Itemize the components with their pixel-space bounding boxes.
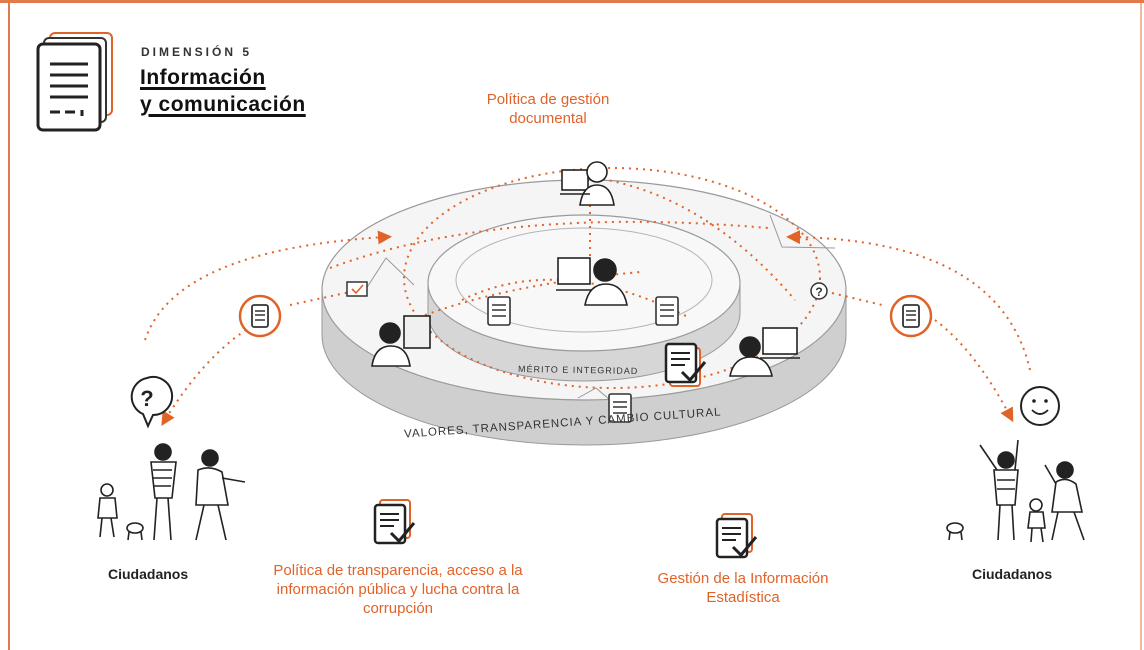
question-bubble-icon: ? [130,376,174,429]
citizens-left-label: Ciudadanos [108,566,189,582]
question-marker-icon: ? [810,282,828,300]
small-document-lines [492,304,674,414]
circle-document-icon-left [238,294,282,338]
worker-top-icon [560,161,615,206]
worker-left-icon [371,315,431,367]
circle-document-icon-right [889,294,933,338]
smiley-bubble-icon [1020,386,1060,426]
dimension-title: Información y comunicación [140,64,306,118]
citizens-right-illustration [946,439,1085,543]
dimension-title-line1: Información [140,66,266,89]
statistics-management-icon [715,513,758,559]
dimension-label: DIMENSIÓN 5 [141,45,253,59]
flow-arrows [144,230,1031,426]
document-check-icon [664,342,707,387]
check-icon-small [346,281,368,297]
worker-center-icon [556,257,628,306]
document-stack-icon [36,32,113,132]
worker-right-icon [729,327,800,377]
frame-top-border [0,0,1144,3]
small-document-icon [487,296,679,423]
svg-text:?: ? [815,285,822,299]
svg-text:?: ? [140,386,153,411]
transparency-policy-icon [373,499,416,545]
dimension-title-line2: y comunicación [140,93,306,116]
statistics-label: Gestión de la Información Estadística [657,570,829,606]
frame-left-border [8,3,10,650]
document-policy-label: Política de gestión documental [486,91,610,127]
orbit-paths [329,167,821,389]
frame-right-border [1140,3,1142,650]
inner-ring-label: MÉRITO E INTEGRIDAD [518,364,638,376]
transparency-policy-label: Política de transparencia, acceso a la i… [273,562,523,617]
citizens-right-label: Ciudadanos [972,566,1053,582]
citizens-left-illustration [97,443,246,541]
